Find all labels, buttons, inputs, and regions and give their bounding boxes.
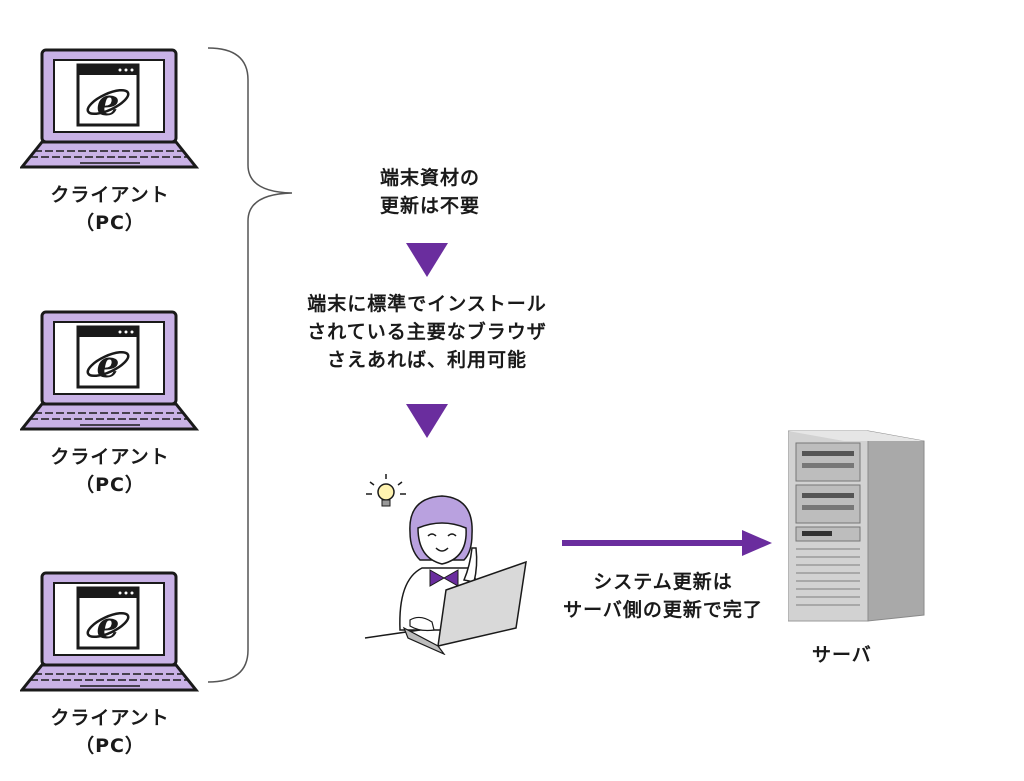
- down-arrow-icon: [406, 243, 448, 277]
- note-server-update: システム更新は サーバ側の更新で完了: [563, 571, 763, 621]
- server-icon: [788, 430, 925, 622]
- laptop-icon: e: [20, 48, 200, 169]
- note-no-client-update: 端末資材の 更新は不要: [379, 167, 480, 217]
- person-with-laptop-illustration: [364, 474, 527, 655]
- client-label: クライアント （PC）: [50, 446, 170, 496]
- laptop-icon: e: [20, 571, 200, 692]
- right-arrow-icon: [562, 530, 772, 556]
- grouping-brace: [207, 47, 293, 683]
- browser-e-icon: e: [76, 63, 140, 127]
- client-label: クライアント （PC）: [50, 184, 170, 234]
- server-label: サーバ: [812, 644, 872, 666]
- client-label: クライアント （PC）: [50, 707, 170, 757]
- svg-text:e: e: [97, 605, 120, 647]
- svg-text:e: e: [97, 82, 120, 124]
- client-pc-3: e クライアント （PC）: [20, 568, 200, 760]
- down-arrow-icon: [406, 404, 448, 438]
- laptop-icon: e: [20, 310, 200, 431]
- browser-e-icon: e: [76, 325, 140, 389]
- client-pc-2: e クライアント （PC）: [20, 307, 200, 499]
- client-pc-1: e クライアント （PC）: [20, 45, 200, 237]
- lightbulb-icon: [366, 474, 406, 507]
- browser-e-icon: e: [76, 586, 140, 650]
- note-browser-only: 端末に標準でインストール されている主要なブラウザ さえあれば、利用可能: [307, 293, 547, 371]
- svg-text:e: e: [97, 344, 120, 386]
